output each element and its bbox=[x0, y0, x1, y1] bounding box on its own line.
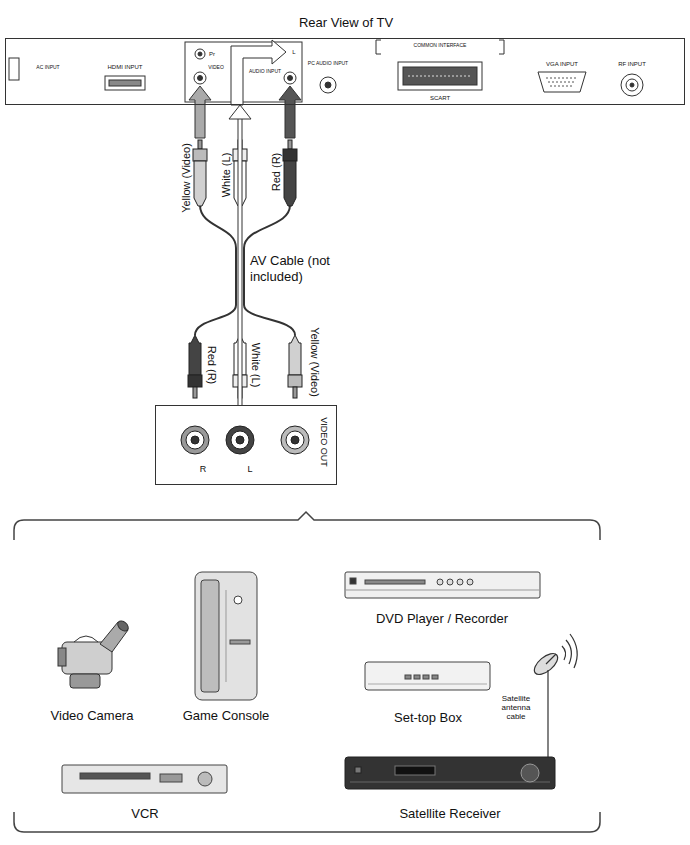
panel-heading: Rear View of TV bbox=[299, 16, 393, 30]
video-camera-icon bbox=[58, 619, 130, 688]
device-caption: Set-top Box bbox=[394, 711, 462, 725]
port-label: PC AUDIO INPUT bbox=[308, 61, 348, 67]
port-label: AC INPUT bbox=[36, 65, 59, 71]
port-label: L bbox=[292, 49, 295, 56]
satellite-receiver-icon bbox=[345, 757, 555, 789]
cable-label: AV Cable (not included) bbox=[250, 253, 346, 284]
port-label: Pr bbox=[209, 51, 215, 58]
port-label: AUDIO INPUT bbox=[249, 69, 281, 75]
device-caption: Video Camera bbox=[51, 709, 134, 723]
cable-color-label: Yellow (Video) bbox=[180, 143, 192, 213]
cable-color-label: White (L) bbox=[250, 343, 262, 388]
port-label: COMMON INTERFACE bbox=[414, 43, 467, 49]
device-caption: DVD Player / Recorder bbox=[376, 612, 508, 626]
tv-rear-panel: Rear View of TV bbox=[5, 38, 685, 105]
device-output-panel: VIDEO OUT bbox=[155, 405, 337, 485]
vcr-icon bbox=[62, 765, 227, 793]
insert-arrows bbox=[189, 40, 301, 138]
cable-color-label: Yellow (Video) bbox=[309, 327, 321, 397]
port-label: VGA INPUT bbox=[546, 61, 578, 68]
cable-color-label: Red (R) bbox=[206, 346, 218, 385]
jack-label: L bbox=[247, 465, 252, 475]
cable-color-label: White (L) bbox=[220, 153, 232, 198]
rca-plugs-bottom bbox=[188, 335, 302, 398]
port-label: RF INPUT bbox=[618, 61, 646, 68]
dvd-player-icon bbox=[345, 572, 540, 598]
device-caption: VCR bbox=[131, 807, 158, 821]
device-bracket bbox=[14, 512, 600, 832]
device-caption: Satellite antenna cable bbox=[492, 695, 540, 721]
av-cable-connector bbox=[229, 105, 251, 405]
device-caption: Satellite Receiver bbox=[399, 807, 500, 821]
rca-plugs-top bbox=[193, 140, 297, 206]
port-label: SCART bbox=[430, 95, 450, 102]
set-top-box-icon bbox=[365, 662, 490, 690]
panel-label: VIDEO OUT bbox=[318, 417, 328, 467]
game-console-icon bbox=[195, 572, 257, 700]
jack-label: R bbox=[200, 465, 207, 475]
port-label: VIDEO bbox=[208, 65, 224, 71]
device-jacks bbox=[181, 426, 309, 454]
device-caption: Game Console bbox=[183, 709, 270, 723]
satellite-dish-icon bbox=[531, 634, 577, 760]
cable-color-label: Red (R) bbox=[270, 153, 282, 192]
tv-ports bbox=[9, 40, 643, 102]
port-label: HDMI INPUT bbox=[108, 64, 143, 71]
